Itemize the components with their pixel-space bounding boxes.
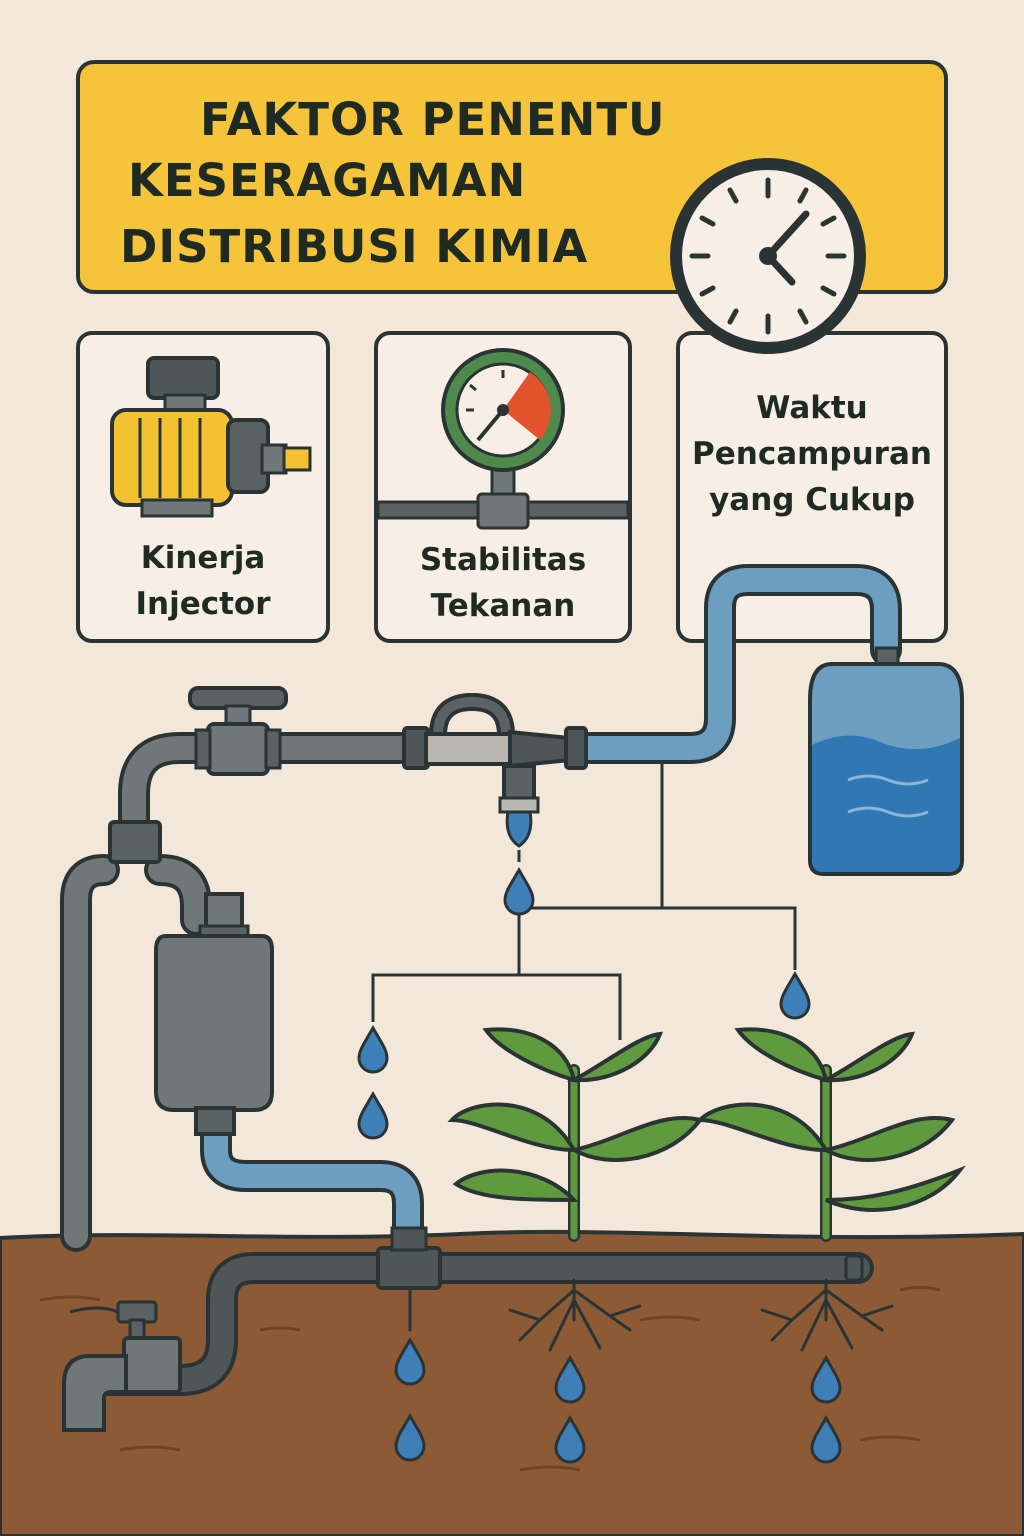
pipe-fittings bbox=[376, 1226, 864, 1290]
factor-card-injector: Kinerja Injector bbox=[76, 331, 330, 643]
factor-label-injector-2: Injector bbox=[135, 586, 271, 622]
pump-icon bbox=[110, 356, 312, 518]
factor-label-pressure-1: Stabilitas bbox=[420, 542, 586, 578]
title-banner: FAKTOR PENENTU KESERAGAMAN DISTRIBUSI KI… bbox=[76, 60, 948, 294]
title-line-1: FAKTOR PENENTU bbox=[200, 93, 666, 146]
factor-card-mixing-time: Waktu Pencampuran yang Cukup bbox=[676, 331, 948, 643]
gate-valve bbox=[188, 686, 288, 776]
factor-label-mixing-1: Waktu bbox=[756, 390, 868, 426]
factor-label-mixing-3: yang Cukup bbox=[709, 482, 915, 518]
water-drop-icon bbox=[357, 1026, 389, 1074]
water-drop-icon bbox=[503, 868, 535, 916]
venturi-injector bbox=[402, 692, 588, 848]
distribution-lines bbox=[371, 764, 797, 1040]
pipe-coupling bbox=[108, 820, 162, 864]
ground bbox=[0, 1229, 1024, 1536]
water-drop-icon bbox=[357, 1092, 389, 1140]
factor-label-pressure-2: Tekanan bbox=[431, 588, 576, 624]
filter-housing bbox=[154, 892, 274, 1136]
factor-card-pressure: Stabilitas Tekanan bbox=[374, 331, 632, 643]
chemical-tank bbox=[808, 646, 964, 876]
clock-icon bbox=[670, 158, 866, 354]
water-drop-icon bbox=[779, 972, 811, 1020]
pipe-network bbox=[60, 564, 902, 1396]
plant-left bbox=[447, 1027, 704, 1242]
roots bbox=[408, 1278, 894, 1352]
drain-tap bbox=[62, 1300, 182, 1432]
factor-label-mixing-2: Pencampuran bbox=[692, 436, 932, 472]
factor-label-injector-1: Kinerja bbox=[141, 540, 266, 576]
title-line-2: KESERAGAMAN bbox=[128, 154, 526, 207]
pressure-gauge-icon bbox=[441, 348, 565, 530]
title-line-3: DISTRIBUSI KIMIA bbox=[120, 220, 588, 273]
plant-right bbox=[695, 1027, 966, 1242]
